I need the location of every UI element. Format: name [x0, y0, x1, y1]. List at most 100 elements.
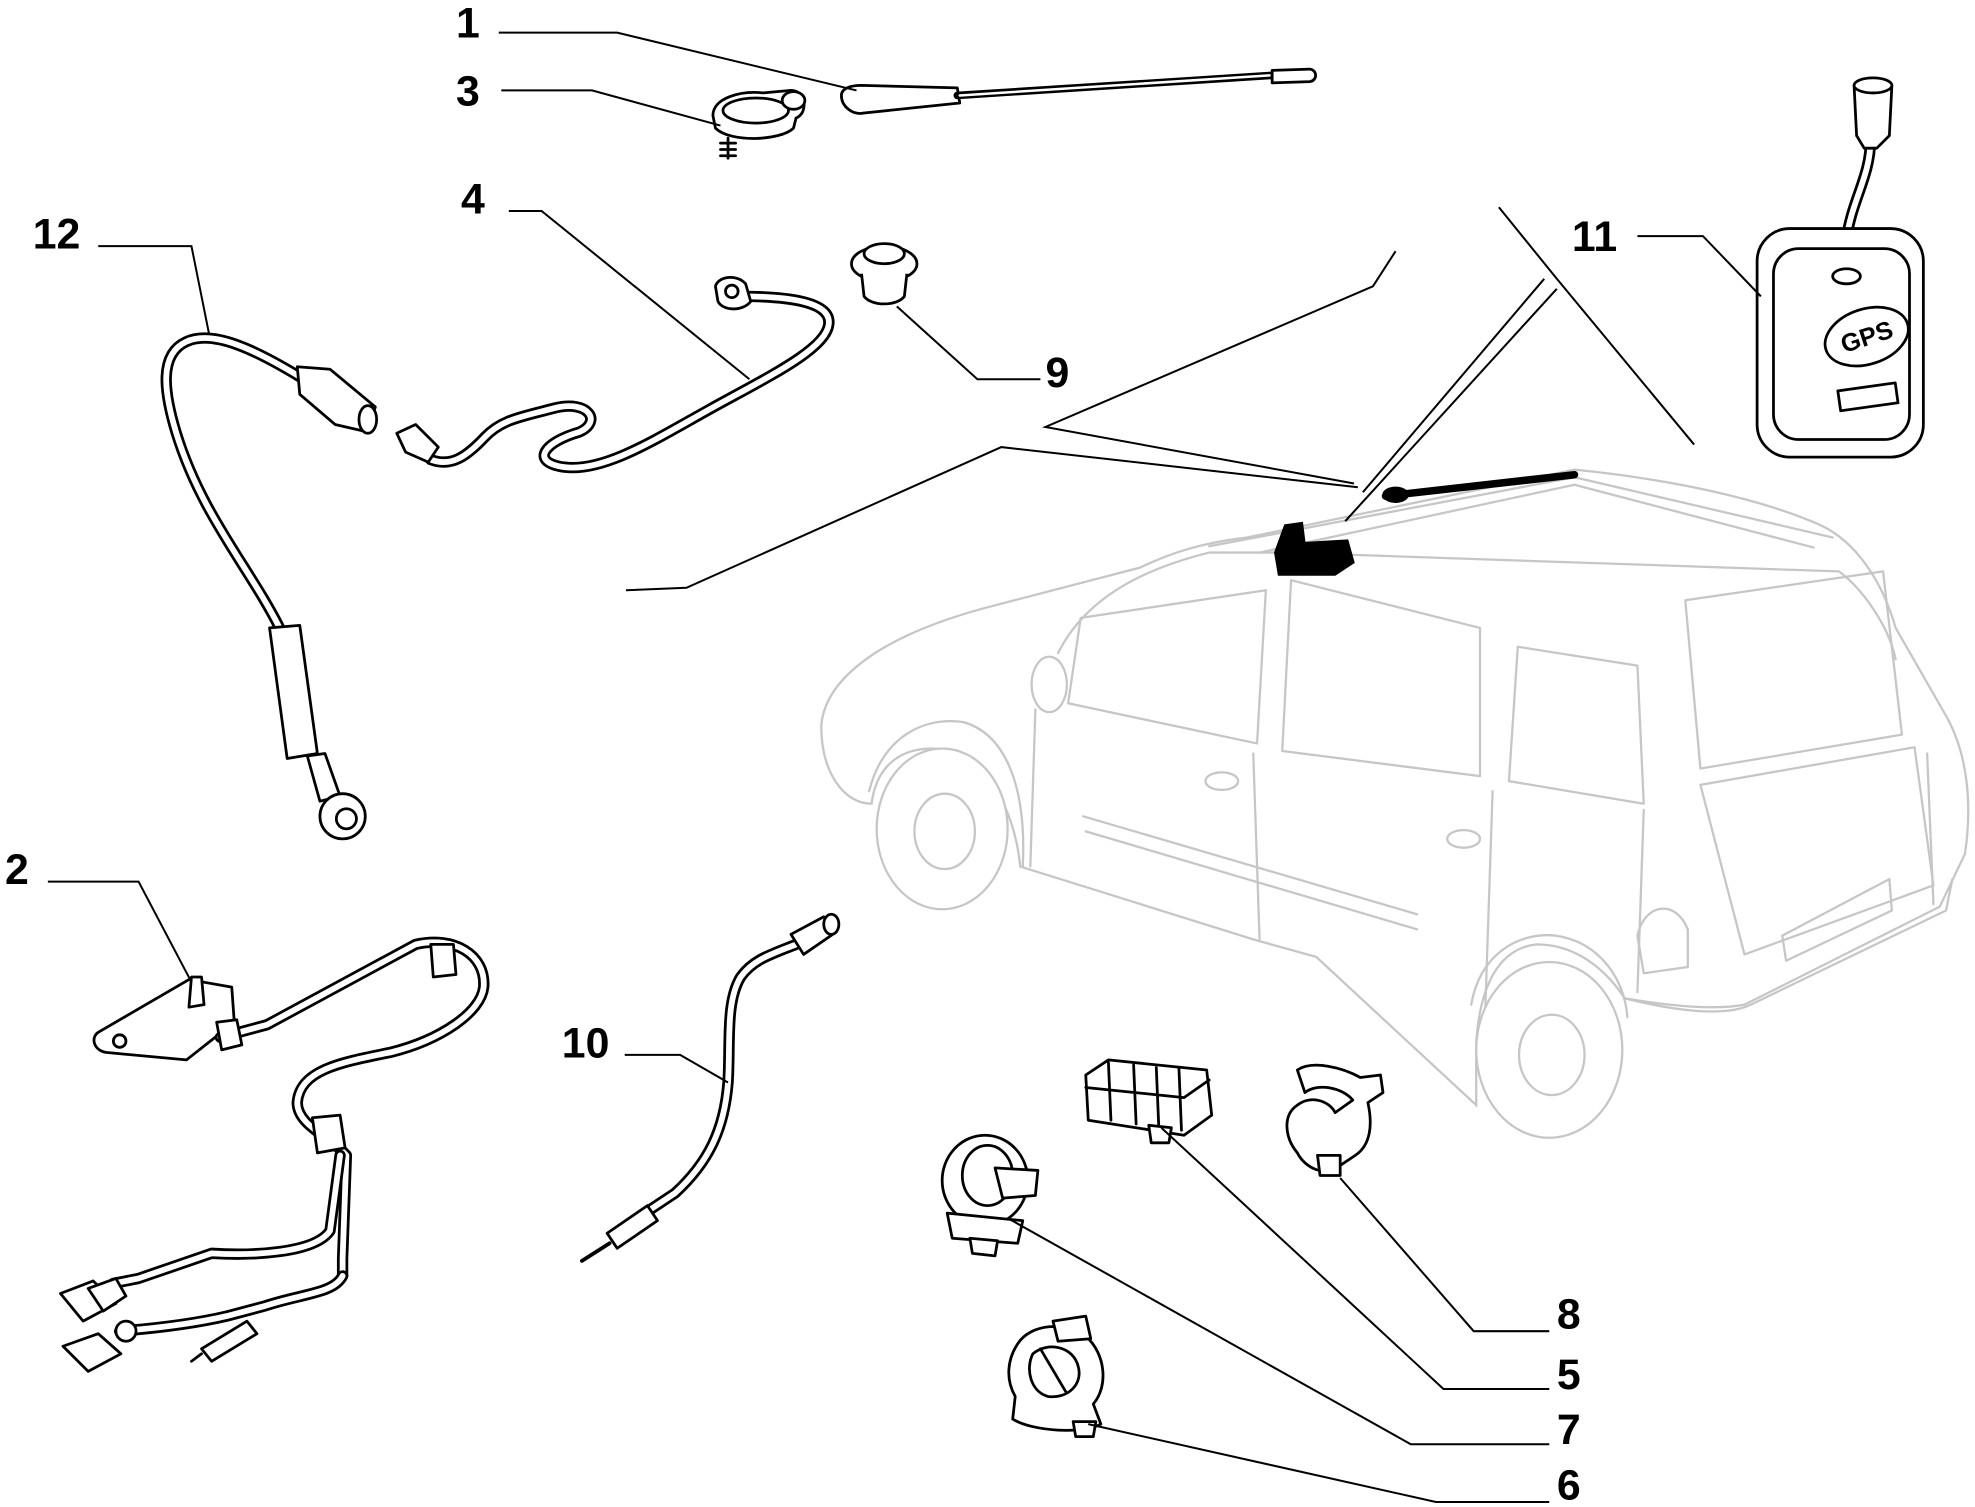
roof-antenna-rod [1381, 470, 1579, 500]
leader-part-9 [896, 305, 1041, 381]
callout-1: 1 [456, 0, 480, 48]
leader-roof-right-a [1498, 206, 1695, 446]
car-rear-bumper [1623, 877, 1954, 1013]
car-front-wheel [875, 747, 1009, 911]
gps-module-sticker [1836, 381, 1900, 413]
cable-12-ring-hole [334, 807, 358, 831]
cable-4-ring-hole [724, 283, 740, 300]
roof-antenna-base [1274, 521, 1355, 576]
roof-leader-lines [625, 206, 1695, 592]
cable-4-inner [427, 293, 832, 471]
clip-5-ribs [1084, 1061, 1211, 1132]
car-outline [820, 468, 1970, 1139]
callout-8: 8 [1557, 1291, 1581, 1339]
clip-6-body [1007, 1325, 1105, 1432]
callout-10: 10 [562, 1019, 610, 1067]
leader-part-7 [1007, 1217, 1550, 1446]
car-front-door-handle [1204, 771, 1240, 792]
harness-bracket-stud [187, 975, 206, 1009]
harness-bracket [92, 978, 236, 1062]
callout-12: 12 [33, 211, 81, 259]
harness-connector-c [200, 1319, 259, 1363]
clip-6-inner [1028, 1345, 1081, 1399]
callout-5: 5 [1557, 1351, 1581, 1399]
antenna-rod-tip [1270, 67, 1317, 85]
harness-bracket-hole [111, 1033, 128, 1049]
car-front-window [1066, 589, 1267, 745]
harness-connector-b-nut [114, 1319, 138, 1343]
part-2-antenna-harness [59, 936, 490, 1373]
part-8-clip [1285, 1063, 1385, 1177]
gps-label-oval [1823, 305, 1910, 368]
cable-4-ring-terminal [714, 276, 753, 311]
callout-11: 11 [1572, 213, 1617, 261]
clip-6-foot [1071, 1420, 1098, 1439]
cable-12-ring-terminal [318, 792, 367, 841]
car-door-lines [1029, 708, 1935, 1057]
car-side-moulding [1082, 815, 1419, 931]
part-4-antenna-cable [395, 276, 835, 474]
antenna-rod-base-sleeve [840, 84, 962, 115]
car-middle-window [1281, 579, 1482, 778]
harness-sleeve-bracket [215, 1018, 244, 1052]
cable-4-connector [395, 423, 440, 464]
harness-branch-a-outer [107, 1149, 346, 1290]
leader-part-1 [498, 31, 857, 92]
part-12-antenna-cable [160, 332, 378, 841]
harness-main-inner [217, 939, 487, 1279]
cable-12-inner [163, 335, 303, 631]
cable-4-outer [425, 290, 835, 474]
leader-part-11 [1637, 235, 1762, 298]
leader-part-6 [1088, 1423, 1550, 1503]
car-roofline [1056, 551, 1897, 661]
grommet-top [862, 242, 906, 266]
antenna-base-socket [780, 90, 807, 111]
cable-12-plug-end [357, 404, 378, 435]
callout-labels: 1 3 4 12 9 11 2 10 8 5 7 6 [5, 0, 1617, 1507]
car-rear-wheel-arch [1470, 934, 1629, 1019]
callout-6: 6 [1557, 1462, 1581, 1507]
car-side-mirror [1030, 655, 1068, 714]
car-rear-wheel-hub [1517, 1013, 1586, 1097]
part-5-clip [1084, 1058, 1214, 1145]
part-3-antenna-base [711, 89, 807, 160]
harness-sleeve-top [429, 943, 458, 979]
cable-10-socket-end [822, 912, 841, 936]
leader-roof-upper [1041, 250, 1397, 485]
callout-3: 3 [456, 68, 480, 116]
part-1-antenna-rod [840, 67, 1317, 115]
leader-part-3 [501, 89, 721, 127]
callout-2: 2 [5, 846, 29, 894]
gps-antenna-plug [1852, 84, 1894, 150]
harness-branch-a-inner [110, 1152, 343, 1287]
leader-part-5 [1160, 1127, 1550, 1390]
clip-7-foot [968, 1236, 999, 1258]
gps-module-face [1772, 247, 1911, 441]
clip-6-tab [1051, 1314, 1093, 1343]
car-rear-wheel [1475, 960, 1624, 1139]
car-rear-door-handle [1446, 828, 1482, 849]
leader-part-8 [1339, 1177, 1550, 1333]
antenna-base-screw [719, 136, 737, 160]
car-tailgate [1699, 746, 1935, 962]
clip-8-body [1285, 1063, 1385, 1173]
callout-4: 4 [461, 176, 485, 224]
part-9-grommet [850, 242, 919, 306]
harness-branch-b-inner [116, 1273, 346, 1335]
harness-sleeve-split [310, 1113, 347, 1155]
part-10-extension-cable [580, 912, 841, 1263]
harness-main-outer [214, 936, 490, 1282]
leader-roof-lower [625, 446, 1358, 592]
clip-8-foot [1316, 1153, 1342, 1177]
part-11-gps-module: GPS [1755, 76, 1925, 459]
part-7-clip [940, 1133, 1040, 1258]
clip-7-tab [993, 1166, 1040, 1200]
leader-part-10 [624, 1053, 729, 1084]
harness-connector-c-pin [190, 1352, 203, 1363]
car-rear-window [1684, 570, 1904, 770]
leader-roof-right-c [1362, 278, 1545, 493]
leader-part-12 [98, 245, 211, 335]
cable-10-plug-pin [580, 1241, 612, 1263]
antenna-base-top [721, 96, 790, 125]
